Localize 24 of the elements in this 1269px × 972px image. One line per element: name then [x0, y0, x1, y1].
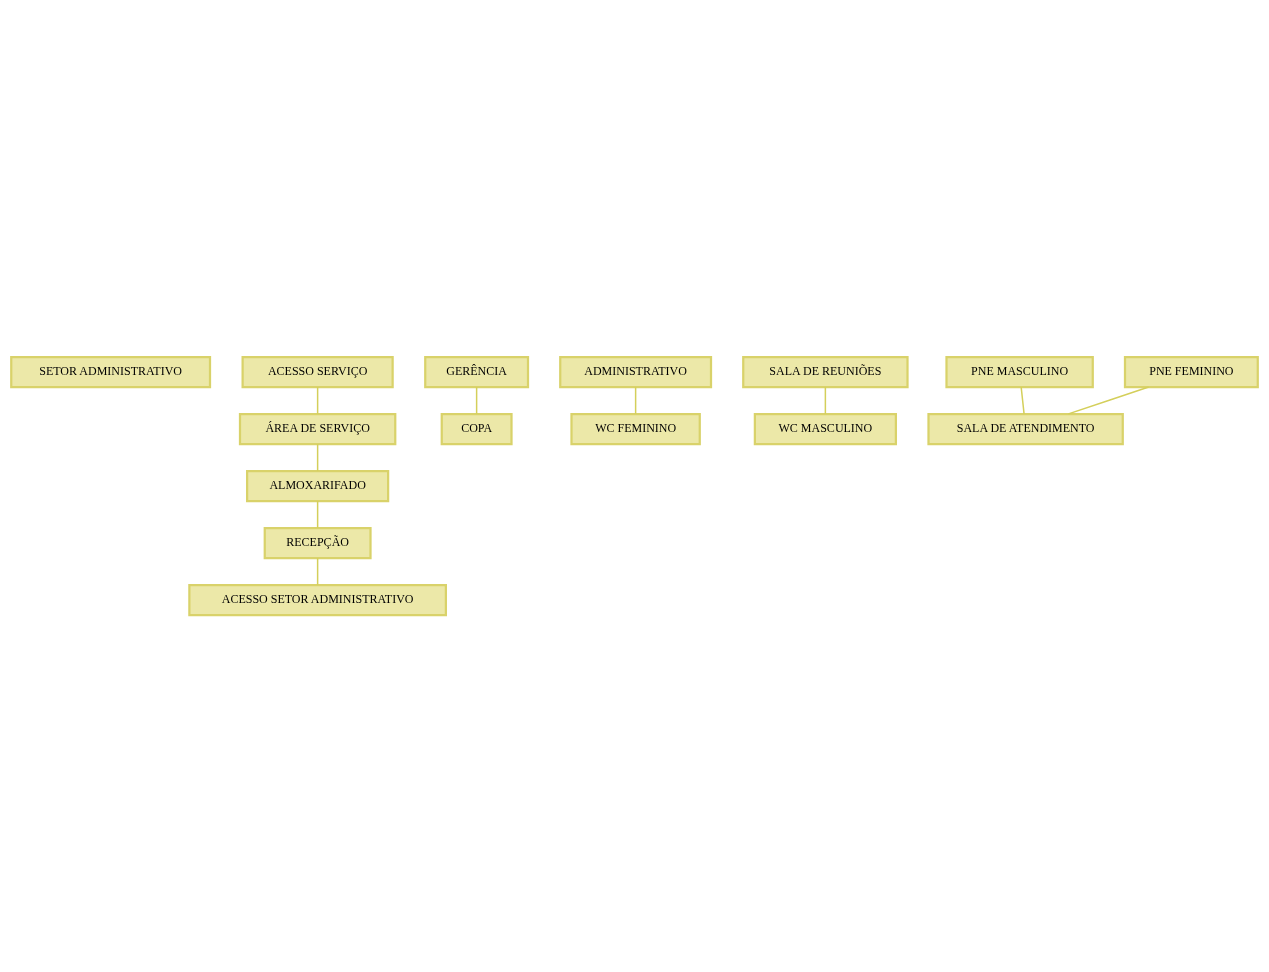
- connector: [475, 386, 478, 415]
- node-box: ADMINISTRATIVO: [559, 355, 713, 389]
- node-box: PNE FEMININO: [1123, 355, 1259, 389]
- node-box: GERÊNCIA: [424, 355, 530, 389]
- node-box: WC FEMININO: [570, 412, 701, 446]
- connector: [1067, 386, 1150, 415]
- connector: [634, 386, 637, 415]
- node-box: PNE MASCULINO: [945, 355, 1094, 389]
- node-box: ACESSO SERVIÇO: [241, 355, 394, 389]
- connector: [316, 557, 319, 586]
- node-box: ÁREA DE SERVIÇO: [238, 412, 397, 446]
- node-box: WC MASCULINO: [753, 412, 897, 446]
- connector: [316, 443, 319, 472]
- connector: [1020, 386, 1025, 415]
- node-box: SALA DE REUNIÕES: [742, 355, 909, 389]
- connector: [316, 386, 319, 415]
- connector: [824, 386, 827, 415]
- node-box: COPA: [440, 412, 513, 446]
- node-box: ALMOXARIFADO: [246, 469, 390, 503]
- node-box: SALA DE ATENDIMENTO: [927, 412, 1124, 446]
- node-box: SETOR ADMINISTRATIVO: [10, 355, 212, 389]
- connector: [316, 500, 319, 529]
- node-box: ACESSO SETOR ADMINISTRATIVO: [188, 583, 447, 617]
- node-box: RECEPÇÃO: [263, 526, 372, 560]
